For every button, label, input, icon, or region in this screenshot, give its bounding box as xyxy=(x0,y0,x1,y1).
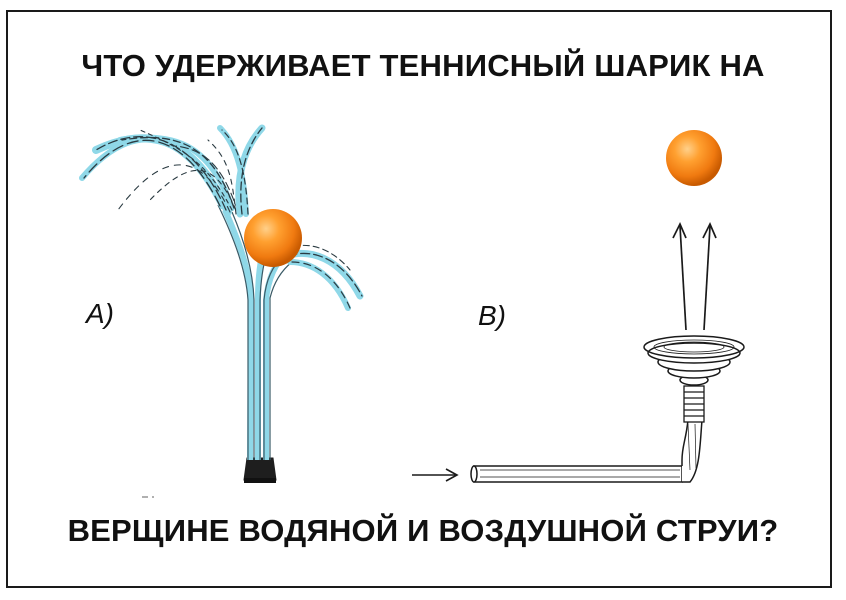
water-spray-left xyxy=(79,129,239,216)
question-title-line-1: ЧТО УДЕРЖИВАЕТ ТЕННИСНЫЙ ШАРИК НА xyxy=(81,48,765,83)
air-nozzle-thread xyxy=(683,385,705,423)
panel-a-label: А) xyxy=(86,298,114,329)
panel-b-label: В) xyxy=(478,300,506,331)
diagram-frame xyxy=(6,10,832,588)
tennis-ball-water xyxy=(244,209,302,267)
air-tube xyxy=(470,419,703,483)
tennis-ball-air xyxy=(666,130,722,186)
fountain-nozzle xyxy=(243,457,277,481)
question-title-line-2: ВЕРЩИНЕ ВОДЯНОЙ И ВОЗДУШНОЙ СТРУИ? xyxy=(67,513,779,548)
air-flow-arrows xyxy=(672,221,717,331)
air-funnel xyxy=(643,335,745,386)
air-jet-apparatus xyxy=(412,130,745,483)
water-fountain xyxy=(79,124,364,483)
air-inflow-arrow xyxy=(412,468,459,482)
water-spray-top xyxy=(207,124,266,218)
